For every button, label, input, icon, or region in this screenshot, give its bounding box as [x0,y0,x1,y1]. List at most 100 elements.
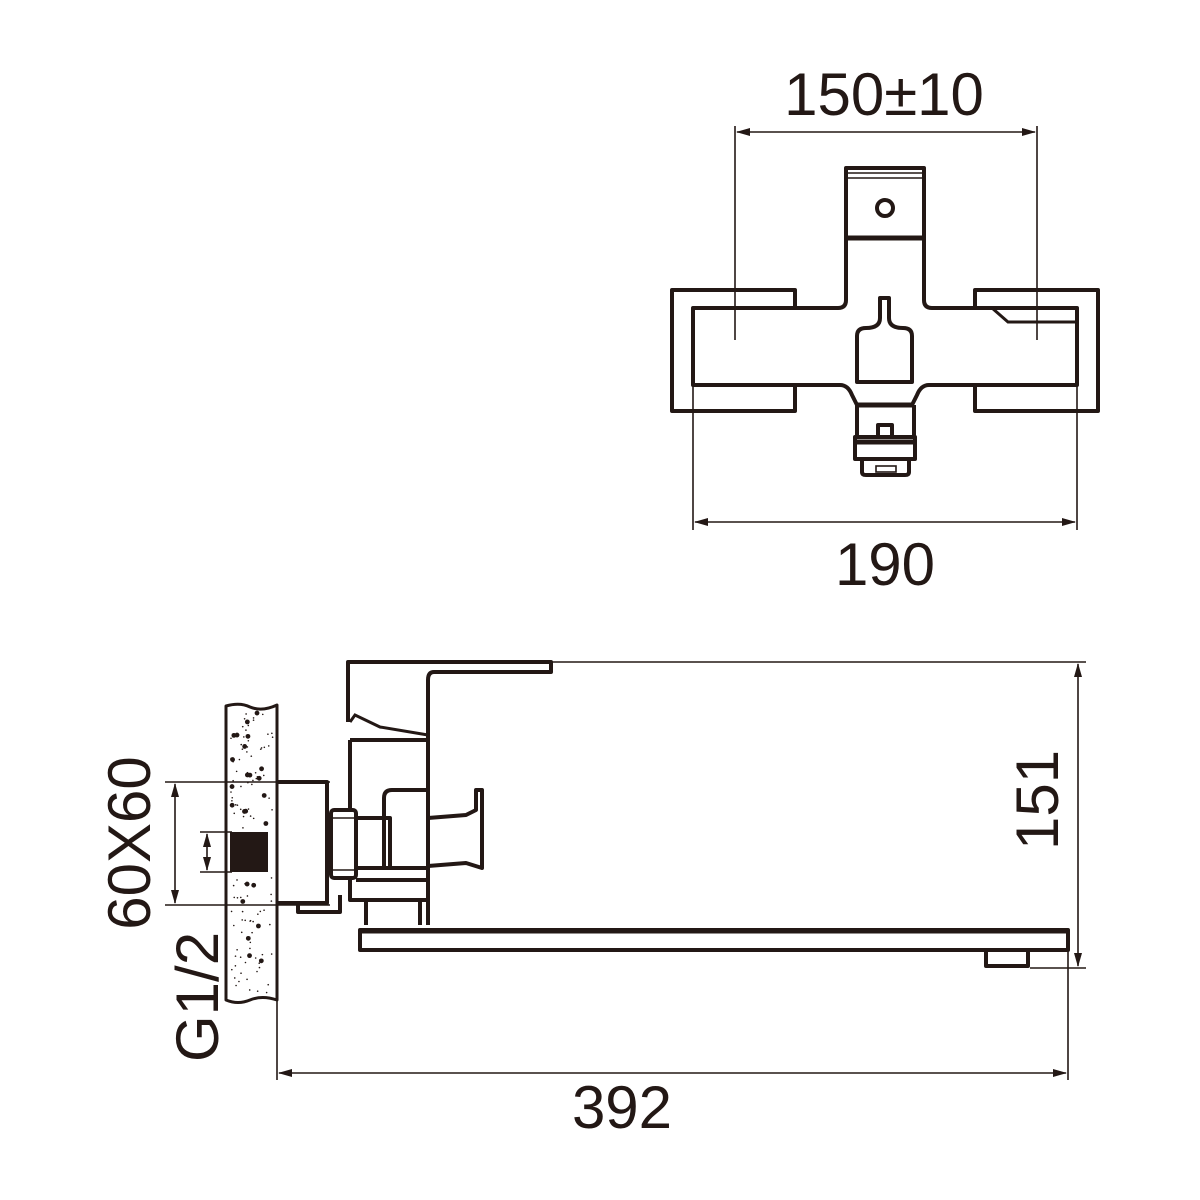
faucet-side-body [277,660,1086,968]
concrete-speckle [251,931,253,934]
dimension-60x60: 60X60 [96,756,330,930]
concrete-speckle [244,961,247,964]
concrete-speckle [267,983,270,986]
screw-icon [875,198,895,218]
dimension-392: 392 [276,950,1069,1141]
concrete-speckle [256,970,258,973]
top-view: 150±10 [670,61,1100,598]
concrete-speckle [254,957,257,959]
concrete-speckle [252,779,254,782]
pipe-thread: G1/2 [164,831,268,1062]
concrete-speckle [263,821,269,826]
concrete-speckle [236,896,239,899]
concrete-speckle [247,739,250,742]
wall-section [224,702,279,1004]
dimension-label-center-distance: 150±10 [784,61,984,128]
concrete-speckle [241,725,244,728]
concrete-speckle [242,744,248,749]
concrete-speckle [250,755,253,757]
concrete-speckle [245,713,247,715]
concrete-speckle [239,808,242,811]
concrete-speckle [238,758,241,761]
concrete-speckle [259,748,262,750]
concrete-speckle [271,732,273,735]
concrete-speckle [246,978,248,981]
concrete-speckle [230,791,232,793]
concrete-speckle [263,746,266,749]
concrete-speckle [254,710,260,716]
concrete-speckle [267,733,269,735]
concrete-speckle [245,935,251,941]
length-label: 392 [572,1074,672,1141]
concrete-speckle [238,980,240,983]
concrete-speckle [258,962,261,964]
concrete-speckle [242,827,244,829]
concrete-speckle [246,751,248,753]
concrete-speckle [233,924,235,927]
concrete-speckle [234,955,237,957]
concrete-speckle [235,984,237,987]
concrete-speckle [232,779,234,782]
concrete-speckle [258,958,264,964]
concrete-speckle [240,785,242,788]
concrete-speckle [256,923,261,929]
concrete-speckle [256,776,259,778]
concrete-speckle [244,919,246,922]
concrete-speckle [252,817,255,820]
concrete-speckle [242,815,245,818]
concrete-speckle [241,910,244,913]
concrete-speckle [240,972,242,975]
concrete-speckle [229,784,235,789]
dimension-150: 150±10 [734,61,1038,340]
concrete-speckle [248,989,251,991]
faucet-top-body [670,166,1100,477]
concrete-speckle [247,724,250,727]
concrete-speckle [251,783,253,786]
concrete-speckle [270,900,273,902]
dimension-190: 190 [692,385,1078,598]
concrete-speckle [230,737,232,740]
concrete-speckle [243,736,245,738]
concrete-speckle [261,953,264,956]
concrete-speckle [243,717,246,720]
concrete-speckle [261,793,267,798]
concrete-speckle [233,896,236,899]
concrete-speckle [251,882,257,888]
concrete-speckle [256,990,259,992]
concrete-speckle [240,899,246,904]
height-label: 151 [1004,750,1071,850]
concrete-speckle [271,809,273,811]
concrete-speckle [239,956,242,959]
concrete-speckle [244,772,250,778]
concrete-speckle [259,766,264,772]
concrete-speckle [249,947,251,950]
concrete-speckle [245,733,251,739]
concrete-speckle [252,717,255,719]
concrete-speckle [236,948,238,951]
concrete-speckle [270,877,273,879]
concrete-speckle [241,748,244,750]
concrete-speckle [230,910,233,913]
concrete-speckle [231,796,234,799]
concrete-speckle [268,797,270,799]
concrete-speckle [231,799,233,802]
concrete-speckle [236,879,238,881]
concrete-speckle [239,896,242,899]
concrete-speckle [252,719,255,721]
concrete-speckle [265,991,268,994]
dimension-151: 151 [1004,663,1086,969]
concrete-speckle [244,881,250,887]
concrete-speckle [234,732,240,738]
concrete-speckle [232,884,235,887]
concrete-speckle [271,736,274,739]
concrete-speckle [255,777,258,780]
concrete-speckle [269,923,271,926]
concrete-speckle [240,931,243,934]
concrete-speckle [270,953,273,955]
concrete-speckle [242,809,247,814]
concrete-speckle [261,713,264,716]
concrete-speckle [249,919,252,922]
concrete-speckle [263,909,265,911]
concrete-speckle [246,895,249,897]
